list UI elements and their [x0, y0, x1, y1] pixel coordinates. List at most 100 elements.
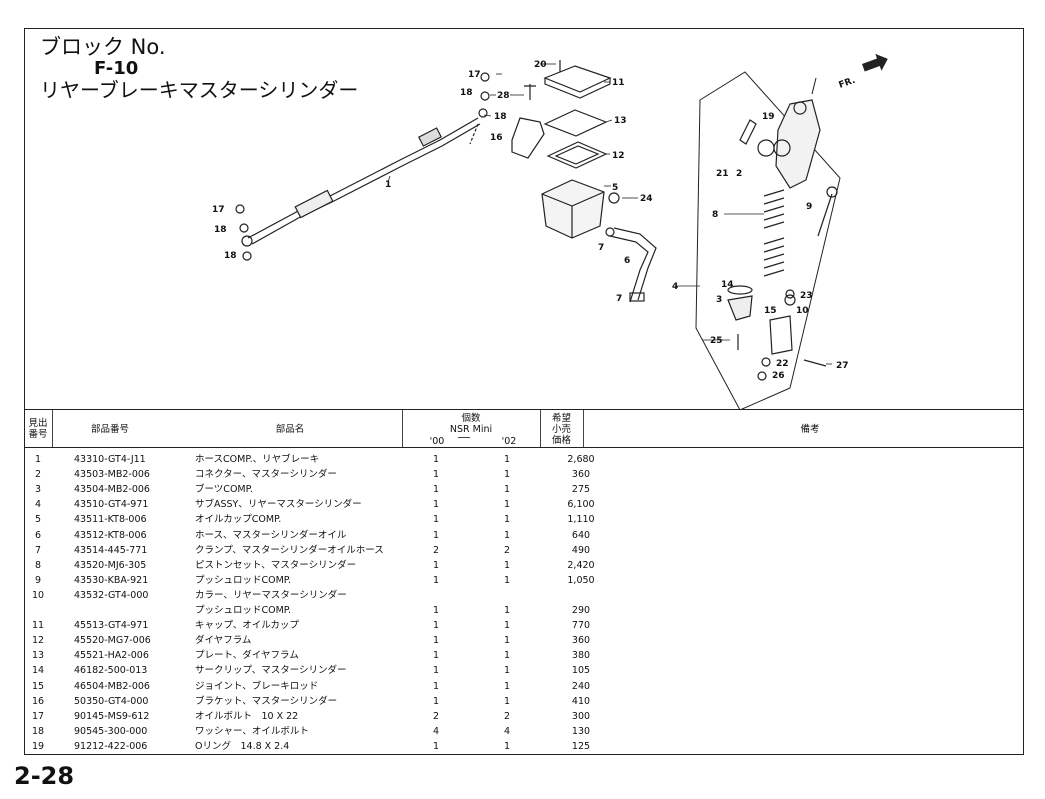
header-price: 希望 小売 価格: [551, 413, 571, 446]
header-model: NSR Mini: [449, 424, 493, 435]
callout-18c: 18: [214, 225, 227, 235]
qty-02: 1: [503, 469, 511, 481]
callout-26: 26: [772, 371, 785, 381]
callout-25: 25: [710, 336, 723, 346]
qty-00: 1: [432, 469, 440, 481]
part-number: 43532-GT4-000: [74, 589, 149, 601]
part-number: 43310-GT4-J11: [74, 454, 146, 465]
qty-00: 1: [432, 605, 440, 616]
fr-label: FR.: [838, 76, 857, 91]
part-name: ブーツCOMP.: [195, 484, 253, 496]
price: 290: [571, 605, 591, 616]
part-number: 90145-MS9-612: [74, 710, 150, 722]
qty-00: 1: [432, 574, 440, 586]
part-name: ホース、マスターシリンダーオイル: [195, 529, 347, 541]
header-remarks: 備考: [800, 424, 820, 435]
ref-number: 7: [34, 544, 42, 556]
part-name: ダイヤフラム: [195, 635, 252, 647]
callout-9: 9: [806, 202, 812, 212]
qty-02: 1: [503, 484, 511, 496]
ref-number: 6: [34, 529, 42, 541]
part-name: オイルボルト 10 X 22: [195, 710, 299, 722]
price: 1,110: [567, 514, 595, 526]
part-number: 43512-KT8-006: [74, 529, 147, 541]
ref-number: 17: [31, 710, 45, 722]
ref-number: 2: [34, 469, 42, 481]
callout-24: 24: [640, 194, 653, 204]
part-number: 50350-GT4-000: [74, 695, 149, 707]
header-part-no: 部品番号: [90, 424, 129, 435]
ref-number: 15: [31, 680, 45, 692]
ref-number: 5: [34, 514, 42, 526]
price: 640: [571, 529, 591, 541]
callout-13: 13: [614, 116, 627, 126]
callout-18d: 18: [224, 251, 237, 261]
table-header-rule: [24, 447, 1024, 448]
callout-7a: 7: [598, 243, 604, 253]
callout-17b: 17: [212, 205, 225, 215]
price: 275: [571, 484, 591, 496]
page-title: ブロック No. F-10 リヤーブレーキマスターシリンダー: [40, 35, 358, 100]
table-top-rule: [24, 409, 1024, 410]
part-name: Oリング 14.8 X 2.4: [195, 740, 290, 752]
table-row: 2 43503-MB2-006 コネクター、マスターシリンダー 1 1 360: [24, 467, 1024, 482]
part-number: 43511-KT8-006: [74, 514, 147, 526]
price: 2,420: [567, 559, 595, 571]
part-name: サークリップ、マスターシリンダー: [195, 665, 347, 677]
callout-5: 5: [612, 183, 618, 193]
callout-19: 19: [762, 112, 775, 122]
callout-1: 1: [385, 180, 391, 190]
price: 1,050: [567, 574, 595, 586]
ref-number: 3: [34, 484, 42, 496]
callout-4: 4: [672, 282, 678, 292]
oil-cup-part: [541, 179, 605, 239]
callout-2: 2: [736, 169, 742, 179]
ref-number: 10: [31, 589, 45, 601]
part-number: 43530-KBA-921: [74, 574, 149, 586]
block-label: ブロック No.: [40, 35, 166, 59]
page-number: 2-28: [14, 762, 75, 790]
exploded-parts-diagram: FR. 1 2 3 4 5 6 7 7 8 9 10 11 12 13 14 1…: [212, 53, 888, 410]
part-name: コネクター、マスターシリンダー: [195, 469, 337, 481]
part-name: ワッシャー、オイルボルト: [195, 725, 309, 737]
qty-00: 1: [432, 454, 440, 465]
brake-hose-part: [247, 117, 479, 239]
part-name: ジョイント、ブレーキロッド: [195, 680, 319, 692]
part-number: 45513-GT4-971: [74, 620, 149, 632]
ref-number: 1: [34, 454, 42, 465]
part-number: 91212-422-006: [74, 740, 148, 752]
callout-7b: 7: [616, 294, 622, 304]
part-number: 45521-HA2-006: [74, 650, 149, 662]
qty-02: 1: [503, 454, 511, 465]
price: 130: [571, 725, 591, 737]
header-ref: 見出 番号: [28, 418, 48, 440]
price: 360: [571, 469, 591, 481]
part-name: サブASSY、リヤーマスターシリンダー: [195, 499, 362, 511]
price: 6,100: [567, 499, 595, 511]
callout-21: 21: [716, 169, 729, 179]
part-number: 43510-GT4-971: [74, 499, 149, 511]
qty-00: 1: [432, 680, 440, 692]
part-name: プッシュロッドCOMP.: [195, 605, 292, 616]
page-frame: [24, 28, 1024, 755]
price: 380: [571, 650, 591, 662]
part-number: 43503-MB2-006: [74, 469, 150, 481]
part-number: 46504-MB2-006: [74, 680, 150, 692]
part-name: カラー、リヤーマスターシリンダー: [195, 589, 347, 601]
price: 125: [571, 740, 591, 752]
part-name: クランプ、マスターシリンダーオイルホース: [195, 544, 384, 556]
qty-02: 1: [503, 529, 511, 541]
qty-02: 1: [503, 499, 511, 511]
part-number: 43504-MB2-006: [74, 484, 150, 496]
qty-00: 1: [432, 499, 440, 511]
ref-number: 11: [31, 620, 45, 632]
qty-00: 1: [432, 635, 440, 647]
callout-12: 12: [612, 151, 625, 161]
